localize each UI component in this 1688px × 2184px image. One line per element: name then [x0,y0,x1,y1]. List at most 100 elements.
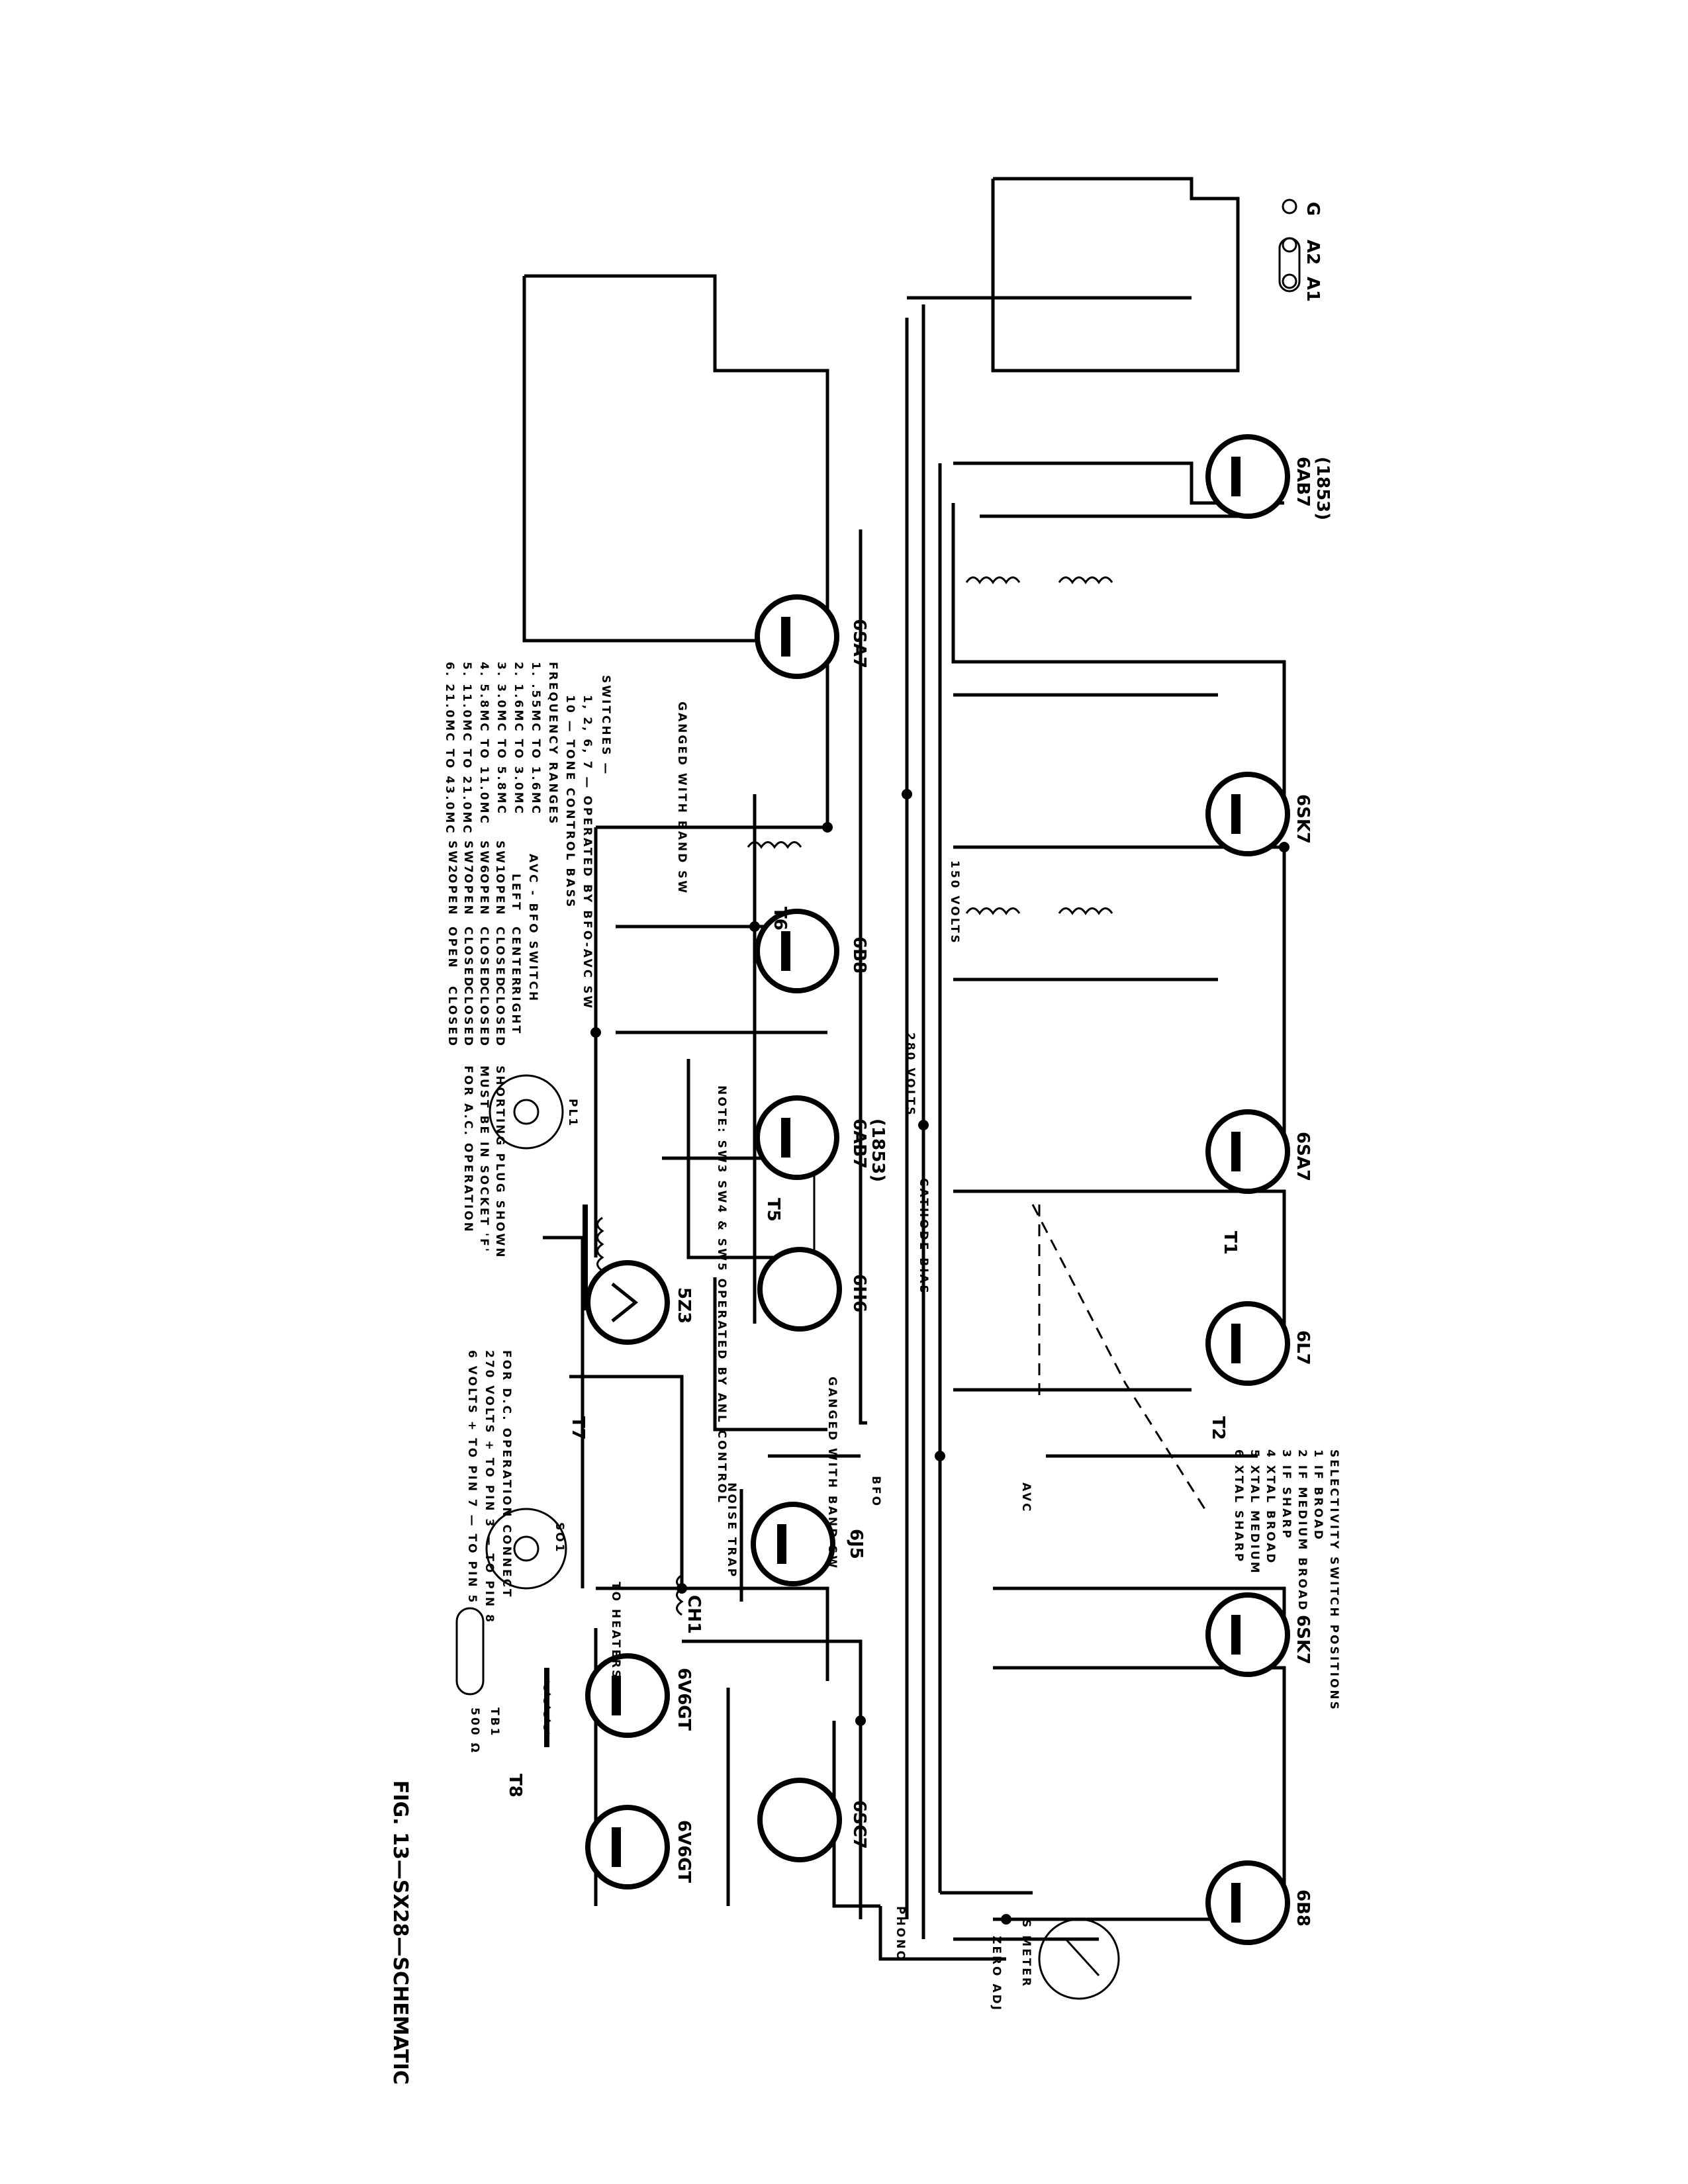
cell: CLOSED [477,927,491,988]
tube-6j5: 6J5 [751,1502,866,1586]
cell: CLOSED [445,986,459,1048]
table-header: RIGHT [509,986,522,1035]
noise-trap-label: NOISE TRAP [725,1482,738,1578]
selectivity-legend: SELECTIVITY SWITCH POSITIONS 1 IF BROAD … [1232,1449,1340,1711]
cell: SW1 [493,841,506,875]
plug-line: SHORTING PLUG SHOWN [493,1066,506,1259]
s-meter-icon [1038,1918,1120,2000]
ganged-label: GANGED WITH BAND SW [675,702,688,895]
dc-operation-note: FOR D.C. OPERATION CONNECT 270 VOLTS + T… [465,1350,513,1624]
tube-label: 6AB7 [1293,457,1313,507]
tube-label: 6SC7 [849,1800,869,1849]
avc-label: AVC [1019,1482,1033,1514]
selectivity-item: 3 IF SHARP [1280,1449,1293,1540]
legend-item: 2. 1.6MC TO 3.0MC [512,662,525,815]
s-meter-label: S METER [1019,1919,1033,1988]
dc-line: 270 VOLTS + TO PIN 3 — TO PIN 8 [483,1350,496,1624]
speaker-impedance-label: 500 Ω [468,1707,481,1754]
switches-title: SWITCHES — [599,675,612,776]
figure-caption: FIG. 13—SX28—SCHEMATIC [389,1780,412,2085]
tube-5z3: 5Z3 [585,1260,694,1345]
cathode-bias-label: CATHODE BIAS [917,1178,930,1295]
tube-label: 6AB7 [849,1118,869,1169]
selectivity-item: 2 IF MEDIUM BROAD [1295,1449,1309,1612]
tube-label: 6SA7 [1293,1132,1313,1181]
t6-label: T6 [770,907,790,931]
tube-label: 6SK7 [1293,1615,1313,1664]
switches-line: 10 — TONE CONTROL BASS [563,695,577,909]
cell: CLOSED [493,927,506,988]
selectivity-item: 1 IF BROAD [1311,1449,1325,1541]
tube-6l7: 6L7 [1205,1301,1313,1386]
table-row: SW7 OPEN CLOSED CLOSED [461,841,475,1048]
t8-label: T8 [505,1774,525,1797]
table-row: SW6 OPEN CLOSED CLOSED [477,841,491,1048]
tube-6ab7-rf: 6AB7(1853) [1205,434,1333,520]
band-switch-wafers [609,192,1178,1085]
cell: SW6 [477,841,491,875]
anl-note: NOTE: SW3 SW4 & SW5 OPERATED BY ANL CONT… [715,1085,728,1504]
switches-legend: SWITCHES — 1, 2, 6, 7 — OPERATED BY BFO-… [563,675,612,1010]
avc-bfo-switch-table: AVC - BFO SWITCH LEFT CENTER RIGHT SW1 O… [445,841,539,1048]
tube-label: 5Z3 [674,1287,694,1324]
volts-150-label: 150 VOLTS [948,860,961,945]
tube-label: 6V6GT [674,1820,694,1883]
tube-6v6gt-2: 6V6GT [585,1805,694,1889]
cell: CLOSED [493,986,506,1048]
shorting-plug-note: PL1 SHORTING PLUG SHOWN MUST BE IN SOCKE… [461,1066,579,1259]
selectivity-item: 6 XTAL SHARP [1232,1449,1245,1563]
table-header: CENTER [509,927,522,988]
bfo-label: BFO [869,1476,882,1508]
component-labels: GANGED WITH BAND SW GANGED WITH BAND SW … [468,702,1240,2012]
table-header: LEFT [509,874,522,912]
cell: SW7 [461,841,475,875]
t2-label: T2 [1208,1416,1228,1440]
tube-label: 6B8 [849,936,869,974]
ch1-label: CH1 [684,1595,704,1634]
switches-line: 1, 2, 6, 7 — OPERATED BY BFO-AVC SW [581,695,594,1010]
tube-sublabel: (1853) [868,1118,888,1182]
so1-label: SO1 [553,1522,566,1554]
cell: CLOSED [461,927,475,988]
cell: CLOSED [477,986,491,1048]
plug-label: PL1 [566,1099,579,1128]
tube-6sk7-rf2: 6SK7 [1205,772,1313,856]
terminal-g: G [1303,202,1323,216]
tube-6b8-bfo: 6B8 [755,909,869,993]
selectivity-item: 4 XTAL BROAD [1264,1449,1277,1565]
tube-label: 6SK7 [1293,794,1313,844]
tb1-label: TB1 [488,1707,501,1737]
tube-label: 6J5 [846,1529,866,1559]
tube-6ab7-anl: 6AB7(1853) [755,1095,888,1182]
zero-adj-label: ZERO ADJ [990,1936,1003,2012]
volts-280-label: 280 VOLTS [904,1032,917,1117]
legend-item: 4. 5.8MC TO 11.0MC [477,662,491,825]
antenna-terminals: G A2 A1 [1278,199,1323,302]
frequency-ranges-legend: FREQUENCY RANGES 1. .55MC TO 1.6MC 2. 1.… [443,662,559,835]
plug-line: MUST BE IN SOCKET 'F' [477,1066,491,1253]
cell: OPEN [445,927,459,970]
cell: CLOSED [461,986,475,1048]
cell: OPEN [445,874,459,917]
t7-label: T7 [568,1416,588,1440]
sockets [455,1074,1120,2000]
tube-6h6: 6H6 [757,1247,869,1332]
cell: OPEN [477,874,491,917]
legend-item: 5. 11.0MC TO 21.0MC [460,662,473,835]
tube-label: 6H6 [849,1274,869,1312]
tube-sublabel: (1853) [1313,457,1333,520]
cell: OPEN [461,874,475,917]
legend-item: 6. 21.0MC TO 43.0MC [443,662,456,835]
legend-item: 3. 3.0MC TO 5.8MC [494,662,508,815]
t1-label: T1 [1220,1231,1240,1255]
table-title: AVC - BFO SWITCH [526,854,539,1003]
tube-6sk7-if: 6SK7 [1205,1592,1313,1677]
to-heaters-label: TO HEATERS [609,1582,622,1680]
dc-line: 6 VOLTS + TO PIN 7 — TO PIN 5 [465,1350,479,1604]
tube-6sa7-osc: 6SA7 [755,594,869,679]
tube-6sa7-mixer: 6SA7 [1205,1109,1313,1194]
legend-item: 1. .55MC TO 1.6MC [529,662,542,815]
dc-line: FOR D.C. OPERATION CONNECT [500,1350,513,1599]
tube-label: 6SA7 [849,619,869,668]
